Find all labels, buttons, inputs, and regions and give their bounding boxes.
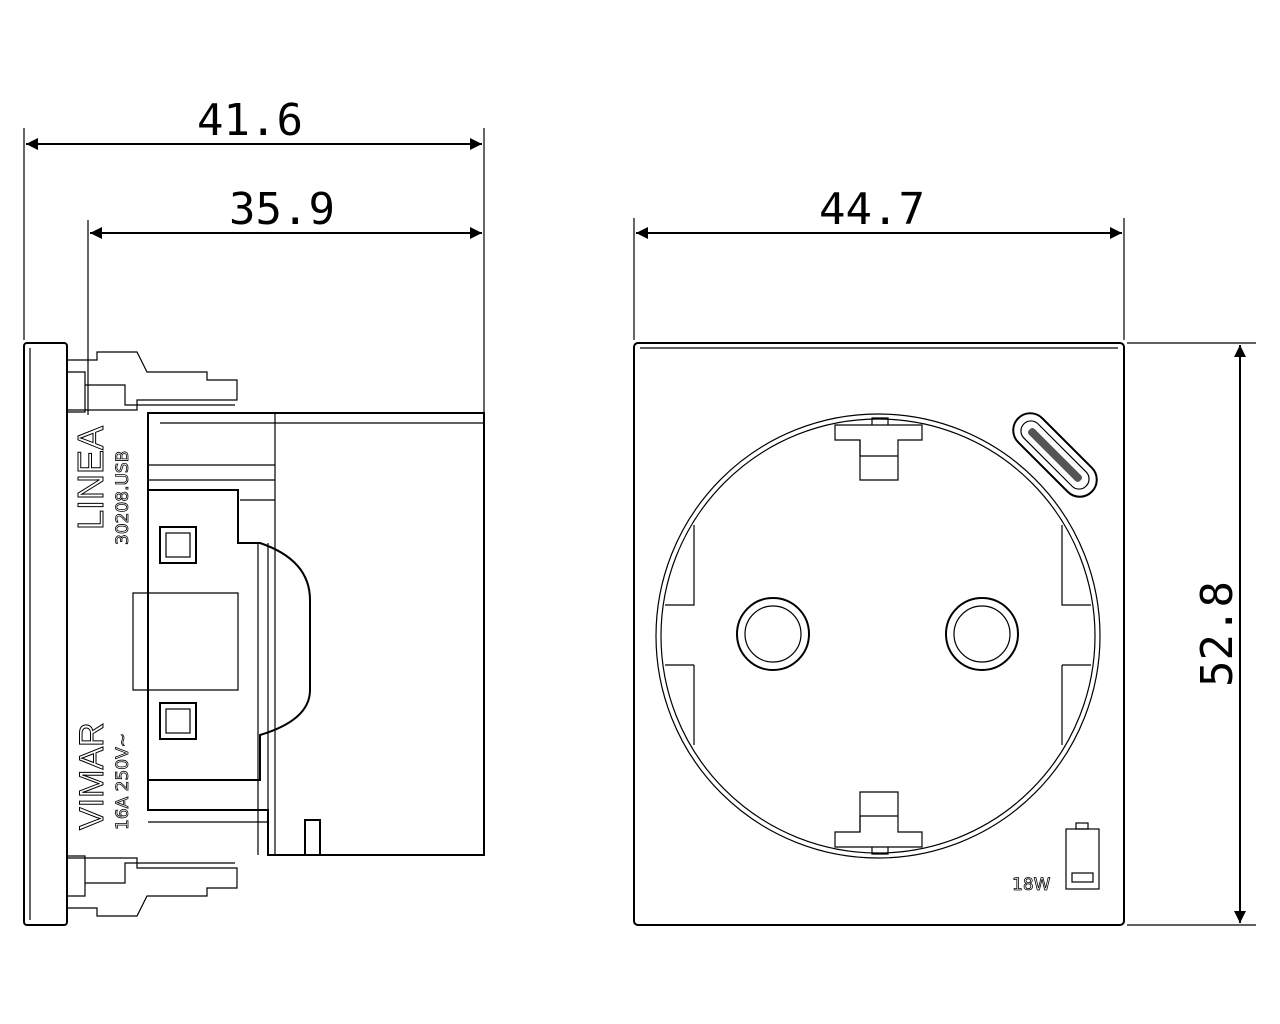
brand-label: VIMAR [73, 722, 111, 830]
brand-series-label: LINEA [70, 426, 111, 530]
dimension-front-width: 44.7 [633, 184, 1125, 340]
dimension-front-height: 52.8 [1127, 342, 1256, 926]
front-view: 18W [633, 342, 1125, 926]
dimension-label: 41.6 [197, 95, 303, 146]
dimension-label: 35.9 [229, 184, 335, 235]
battery-icon [1065, 822, 1100, 890]
pin-hole-left [736, 597, 810, 671]
usb-c-port-icon [1012, 412, 1098, 498]
pin-hole-right [945, 597, 1019, 671]
dimension-body-depth: 35.9 [87, 184, 482, 415]
rating-label: 16A 250V~ [113, 733, 133, 830]
dimension-label: 52.8 [1192, 581, 1243, 687]
usb-power-label: 18W [1012, 875, 1051, 895]
dimension-label: 44.7 [819, 184, 925, 235]
article-code-label: 30208.USB [113, 451, 133, 545]
side-view: LINEA 30208.USB VIMAR 16A 250V~ [23, 342, 485, 926]
dimension-overall-depth: 41.6 [23, 95, 485, 412]
